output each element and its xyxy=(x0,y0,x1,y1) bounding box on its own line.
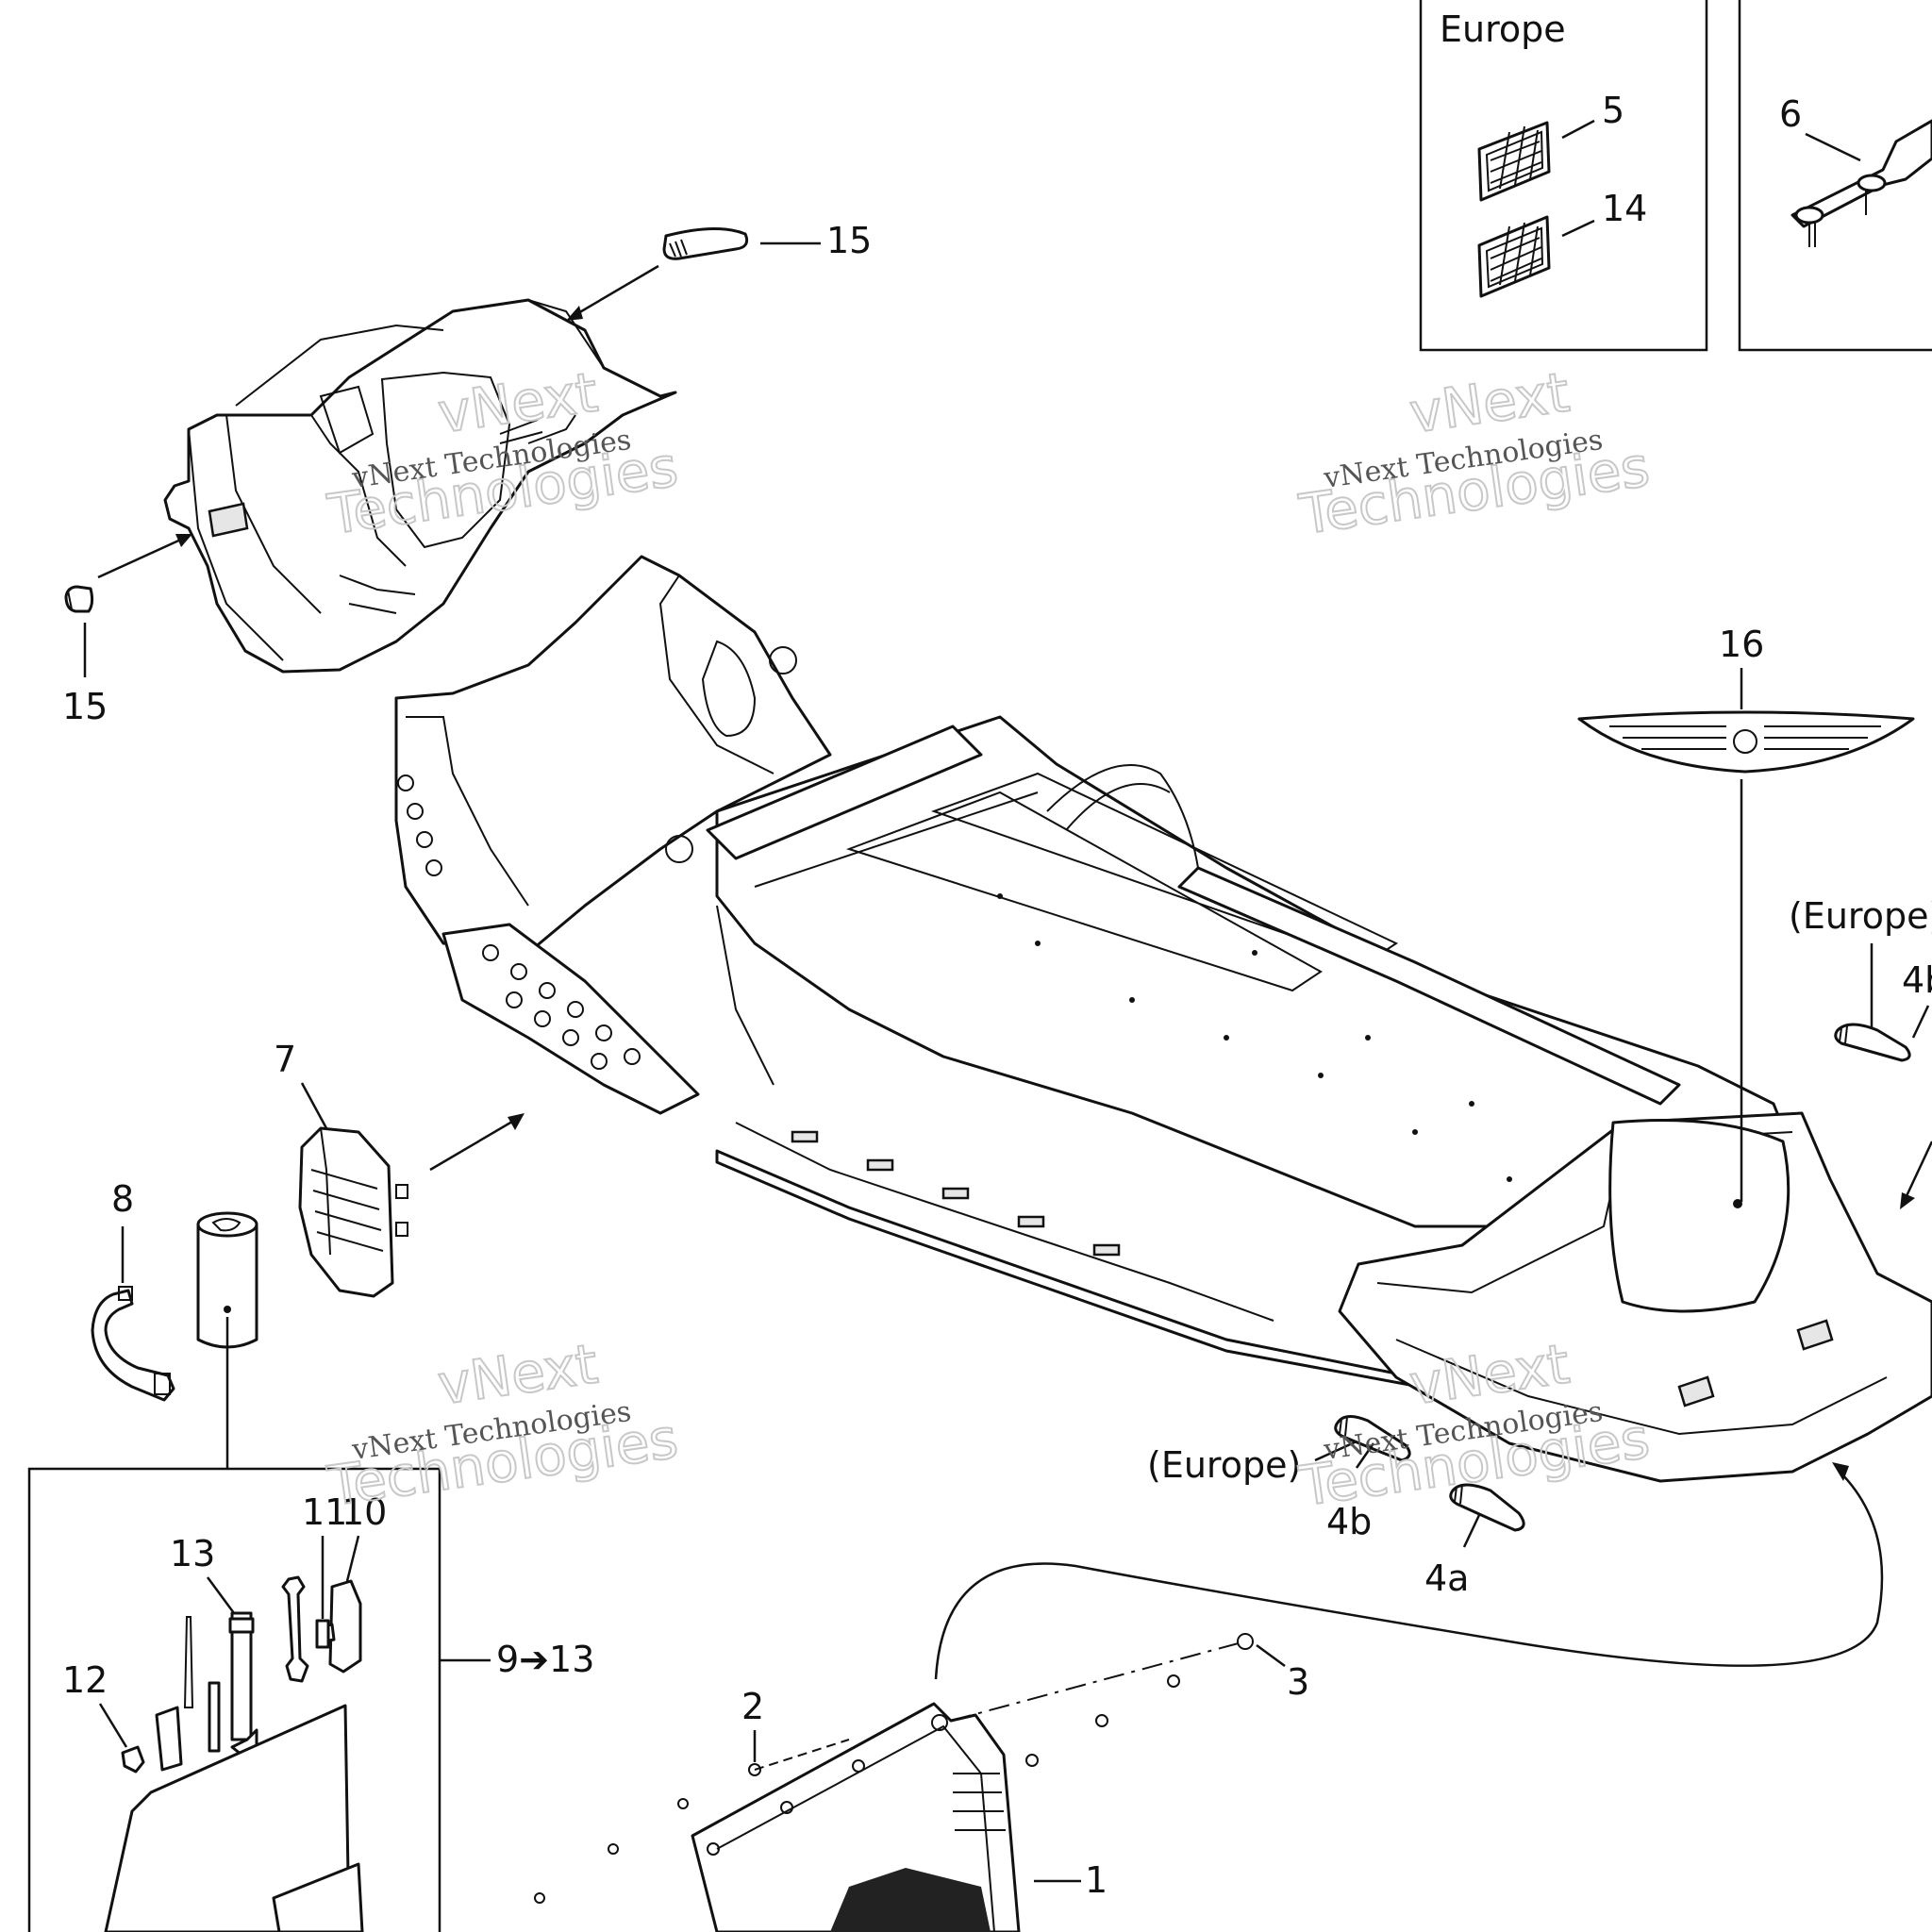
decal-16-icon xyxy=(1577,710,1915,774)
tool-tube-icon xyxy=(196,1211,258,1349)
tool-kit-box xyxy=(27,1467,441,1932)
europe-note-bottom: (Europe) xyxy=(1147,1444,1301,1486)
tunnel-cap-1-part xyxy=(691,1702,1021,1932)
callout-16: 16 xyxy=(1719,624,1764,665)
part-6-inset-box xyxy=(1738,0,1932,352)
callout-13: 13 xyxy=(170,1533,215,1574)
watermark-top-right: vNext Technologies vNext Technologies xyxy=(1294,358,1654,547)
callout-15-top: 15 xyxy=(826,220,872,261)
callout-3: 3 xyxy=(1287,1661,1309,1703)
reflector-4a-icon xyxy=(1449,1483,1525,1532)
watermark-bottom-left: vNext Technologies vNext Technologies xyxy=(323,1330,682,1519)
callout-10: 10 xyxy=(341,1491,387,1533)
callout-5: 5 xyxy=(1602,90,1624,131)
strap-8-icon xyxy=(91,1286,175,1402)
part-7-housing-icon xyxy=(298,1126,408,1298)
callout-11: 11 xyxy=(302,1491,347,1533)
europe-note-right: (Europe) xyxy=(1789,895,1932,937)
callout-6: 6 xyxy=(1779,93,1802,135)
callout-4a: 4a xyxy=(1424,1557,1469,1599)
callout-8: 8 xyxy=(111,1178,134,1220)
callout-2: 2 xyxy=(741,1686,764,1727)
tool-kit-contents xyxy=(104,1575,364,1932)
callout-7: 7 xyxy=(274,1039,296,1080)
reflector-14-icon xyxy=(1477,215,1551,298)
callout-14: 14 xyxy=(1602,188,1647,229)
reflector-4b-bottom-icon xyxy=(1334,1415,1411,1462)
reflector-15-left-icon xyxy=(64,585,94,613)
callout-4b-bottom: 4b xyxy=(1326,1501,1372,1542)
callout-15-left: 15 xyxy=(62,686,108,727)
europe-inset-box xyxy=(1419,0,1708,352)
rivets-2-icon xyxy=(534,1763,761,1904)
reflector-5-icon xyxy=(1477,121,1551,202)
europe-box-label: Europe xyxy=(1440,8,1566,50)
callout-1: 1 xyxy=(1085,1859,1108,1901)
rivets-3-icon xyxy=(1025,1633,1254,1767)
front-console-part xyxy=(163,298,677,674)
callout-4b-right: 4b xyxy=(1902,959,1932,1001)
callout-12: 12 xyxy=(62,1659,108,1701)
chassis-frame-part xyxy=(394,555,1932,1483)
callout-9-to-13: 9➔13 xyxy=(496,1639,594,1680)
reflector-4b-right-icon xyxy=(1834,1023,1911,1062)
bracket-6-icon xyxy=(1790,119,1932,247)
reflector-15-top-icon xyxy=(662,227,749,260)
